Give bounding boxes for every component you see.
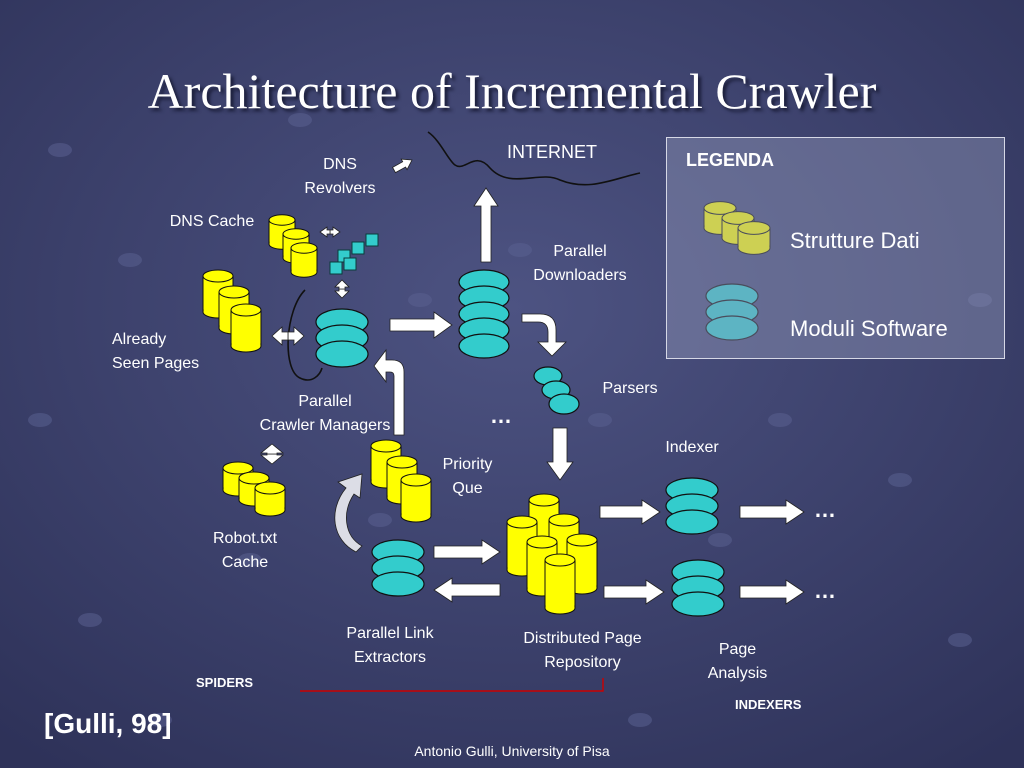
parsers-label: Parsers xyxy=(602,380,658,397)
arrow-extractors-to-repository xyxy=(433,539,501,565)
legend-title: LEGENDA xyxy=(686,150,775,170)
arrow-indexer-onward xyxy=(739,499,805,525)
page-analysis-label: Page Analysis xyxy=(707,641,768,682)
background-bubble xyxy=(118,253,142,267)
downloaders-ellipsis: … xyxy=(490,403,513,428)
background-bubble xyxy=(768,413,792,427)
dns-revolvers-label: DNS Revolvers xyxy=(304,156,376,197)
background-bubble xyxy=(28,413,52,427)
background-bubble xyxy=(288,113,312,127)
footer-credit: Antonio Gulli, University of Pisa xyxy=(414,743,610,759)
arrow-downloaders-to-parsers xyxy=(521,313,567,357)
indexer-ellipsis: … xyxy=(814,497,837,522)
arrow-repository-to-analysis xyxy=(603,579,665,605)
arrow-manager-to-downloaders xyxy=(389,311,453,339)
parallel-downloaders-label: Parallel Downloaders xyxy=(533,243,627,284)
dns-cache-label: DNS Cache xyxy=(169,213,255,230)
spiders-label: SPIDERS xyxy=(196,675,254,690)
crawler-manager-module xyxy=(315,308,369,368)
background-bubble xyxy=(48,143,72,157)
page-analysis-module xyxy=(671,559,725,617)
arrow-downloaders-to-internet xyxy=(473,187,499,263)
robot-cache-label: Robot.txt Cache xyxy=(212,530,278,571)
arrow-seen-pages-manager xyxy=(271,326,289,346)
legend-panel: LEGENDA Strutture Dati Moduli Software xyxy=(666,137,1005,359)
arrow-analysis-onward xyxy=(739,579,805,605)
background-bubble xyxy=(408,293,432,307)
parallel-link-extractors-label: Parallel Link Extractors xyxy=(346,625,434,666)
parser-module xyxy=(548,393,580,415)
analysis-ellipsis: … xyxy=(814,578,837,603)
arrow-priority-to-manager xyxy=(373,348,405,436)
background-bubble xyxy=(78,613,102,627)
arrow-dns-cache-resolvers xyxy=(329,226,341,238)
background-bubble xyxy=(848,83,872,97)
already-seen-pages-label: Already Seen Pages xyxy=(112,331,200,372)
background-bubble xyxy=(238,553,262,567)
background-bubble xyxy=(588,413,612,427)
indexer-label: Indexer xyxy=(665,439,719,456)
spiders-underline xyxy=(300,678,604,692)
background-bubble xyxy=(888,473,912,487)
legend-data-structures: Strutture Dati xyxy=(790,228,920,253)
internet-label: INTERNET xyxy=(507,142,597,162)
arrow-dns-cache-resolvers xyxy=(319,226,331,238)
link-extractor-module xyxy=(371,539,425,597)
robot-cache-store xyxy=(254,481,286,517)
parallel-crawler-managers-label: Parallel Crawler Managers xyxy=(259,393,391,434)
background-bubble xyxy=(148,713,172,727)
indexers-label: INDEXERS xyxy=(735,697,802,712)
legend-software-module-icon xyxy=(705,283,759,341)
background-bubble xyxy=(708,533,732,547)
dns-resolver-blocks xyxy=(329,233,379,275)
indexer-module xyxy=(665,477,719,535)
background-bubble xyxy=(968,293,992,307)
background-bubble xyxy=(368,513,392,527)
background-bubble xyxy=(948,633,972,647)
parallel-downloaders-module xyxy=(458,269,510,359)
arrow-repository-to-indexer xyxy=(599,499,661,525)
arrow-parsers-to-repository xyxy=(546,427,574,481)
citation: [Gulli, 98] xyxy=(44,708,172,739)
arrow-resolvers-manager xyxy=(334,279,350,290)
arrow-to-dns-revolvers xyxy=(391,158,413,174)
priority-queue-store xyxy=(400,473,432,523)
background-bubble xyxy=(628,713,652,727)
arrow-extractors-to-priority xyxy=(334,473,363,553)
priority-que-label: Priority Que xyxy=(442,456,493,497)
arrow-seen-pages-manager xyxy=(287,326,305,346)
arrow-repository-to-extractors xyxy=(433,577,501,603)
arrow-manager-robot-cache xyxy=(259,443,285,455)
manager-loop-line xyxy=(287,289,323,381)
dns-cache-store xyxy=(290,242,318,278)
legend-data-structure-icon xyxy=(737,221,771,255)
slide-title: Architecture of Incremental Crawler xyxy=(147,63,877,119)
legend-software-modules: Moduli Software xyxy=(790,316,948,341)
already-seen-pages-store xyxy=(230,303,262,353)
distributed-page-repository-label: Distributed Page Repository xyxy=(523,630,642,671)
page-repository-store xyxy=(544,553,576,615)
internet-line xyxy=(427,131,641,186)
background-bubble xyxy=(508,243,532,257)
